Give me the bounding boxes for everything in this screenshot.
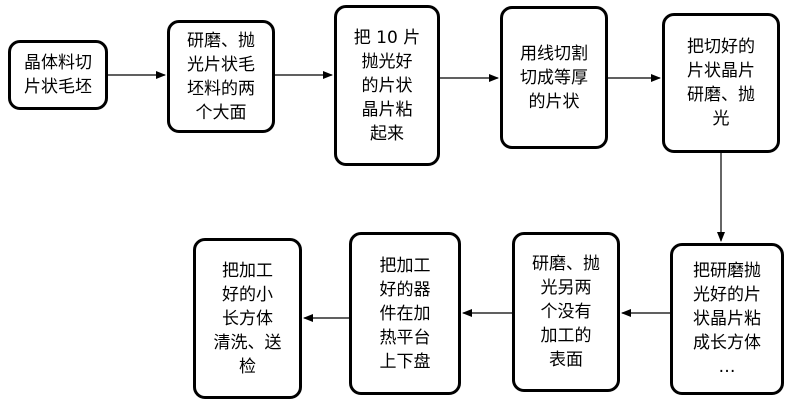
step-7-label: 研磨、抛 光另两 个没有 加工的 表面 (532, 254, 600, 370)
step-8-box: 把加工 好的器 件在加 热平台 上下盘 (349, 232, 461, 395)
step-9-box: 把加工 好的小 长方体 清洗、送 检 (193, 238, 302, 399)
step-4-label: 用线切割 切成等厚 的片状 (520, 43, 588, 112)
step-4-box: 用线切割 切成等厚 的片状 (500, 6, 608, 149)
step-7-box: 研磨、抛 光另两 个没有 加工的 表面 (512, 232, 620, 392)
step-2-box: 研磨、抛 光片状毛 坯料的两 个大面 (167, 20, 275, 133)
step-3-box: 把 10 片 抛光好 的片状 晶片粘 起来 (334, 5, 440, 166)
step-6-label: 把研磨抛 光好的片 状晶片粘 成长方体 … (693, 261, 761, 377)
step-8-label: 把加工 好的器 件在加 热平台 上下盘 (379, 255, 431, 372)
step-5-label: 把切好的 片状晶片 研磨、抛 光 (687, 37, 755, 129)
step-5-box: 把切好的 片状晶片 研磨、抛 光 (662, 13, 780, 153)
step-2-label: 研磨、抛 光片状毛 坯料的两 个大面 (187, 30, 255, 123)
step-1-label: 晶体料切 片状毛坯 (24, 53, 92, 97)
step-6-box: 把研磨抛 光好的片 状晶片粘 成长方体 … (670, 243, 784, 395)
step-1-box: 晶体料切 片状毛坯 (8, 40, 108, 110)
step-9-label: 把加工 好的小 长方体 清洗、送 检 (213, 260, 282, 377)
step-3-label: 把 10 片 抛光好 的片状 晶片粘 起来 (353, 27, 421, 144)
